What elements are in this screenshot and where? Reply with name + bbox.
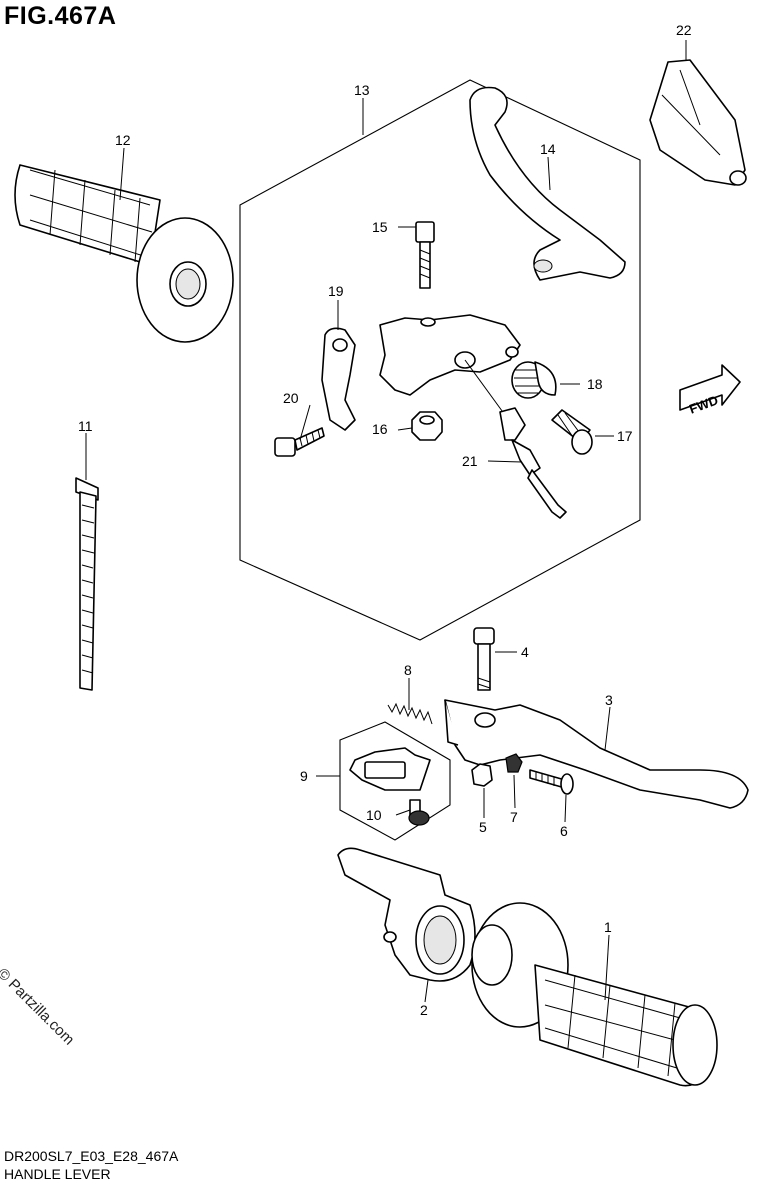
callout-17: 17 [617,428,633,444]
part-20-bolt[interactable] [274,427,325,457]
callout-4: 4 [521,644,529,660]
callout-5: 5 [479,819,487,835]
assembly-box-13 [239,79,641,641]
part-5-nut[interactable] [471,763,493,787]
callout-15: 15 [372,219,388,235]
callout-21: 21 [462,453,478,469]
part-17-adjuster-bolt[interactable] [551,409,593,455]
part-2-lever-holder[interactable] [337,847,476,982]
part-6-bolt[interactable] [529,769,574,795]
part-9-lever-switch[interactable] [349,747,431,791]
callout-1: 1 [604,919,612,935]
part-15-bolt[interactable] [415,221,435,289]
callout-13: 13 [354,82,370,98]
part-7-nut[interactable] [505,753,523,773]
part-21-switch-cable[interactable] [464,359,567,519]
callout-7: 7 [510,809,518,825]
figure-title: FIG.467A [4,2,117,30]
part-18-adjuster[interactable] [511,361,557,399]
diagram-code: DR200SL7_E03_E28_467A [4,1148,179,1164]
part-22-lever-cover[interactable] [649,59,747,186]
leader-lines [85,40,687,1003]
part-19-holder-clamp[interactable] [321,327,356,431]
fwd-arrow-icon: FWD [679,364,741,417]
diagram-caption: HANDLE LEVER [4,1166,111,1182]
callout-14: 14 [540,141,556,157]
part-11-cable-tie[interactable] [75,477,99,691]
part-1-right-grip[interactable] [471,902,718,1087]
callout-8: 8 [404,662,412,678]
part-10-screw[interactable] [408,799,430,826]
callout-6: 6 [560,823,568,839]
callout-12: 12 [115,132,131,148]
assembly-box-9 [339,721,451,841]
part-8-spring[interactable] [387,702,433,725]
part-4-pivot-bolt[interactable] [473,627,495,691]
callout-22: 22 [676,22,692,38]
callout-3: 3 [605,692,613,708]
callout-11: 11 [78,418,93,434]
part-14-lever-upper[interactable] [469,86,626,281]
callout-2: 2 [420,1002,428,1018]
part-13-lever-bracket[interactable] [379,314,521,396]
callout-19: 19 [328,283,344,299]
callout-10: 10 [366,807,382,823]
part-16-nut[interactable] [411,411,443,441]
callout-20: 20 [283,390,299,406]
part-12-left-grip[interactable] [14,164,234,343]
callout-16: 16 [372,421,388,437]
part-3-lever-lower[interactable] [444,699,749,809]
callout-18: 18 [587,376,603,392]
callout-9: 9 [300,768,308,784]
